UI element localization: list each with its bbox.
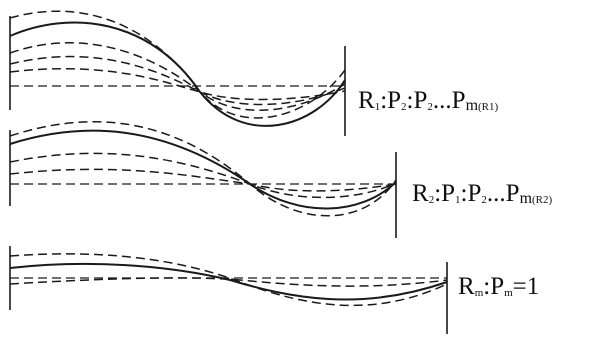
r2-dashed-mode-curve-3	[9, 168, 397, 192]
rm-dashed-mode-curve-2	[9, 277, 448, 287]
label-r1: R1:P2:P2...Pm(R1)	[358, 87, 499, 114]
r2-dashed-mode-curve-1	[9, 120, 397, 217]
panel-r2-mode-shapes	[9, 120, 397, 238]
rm-solid-mode-curve-1	[9, 262, 448, 301]
r1-solid-mode-curve-1	[9, 21, 346, 127]
r1-dashed-mode-curve-4	[9, 67, 346, 101]
panel-rm-mode-shapes	[9, 246, 448, 334]
label-rm: Rm:Pm=1	[458, 273, 540, 300]
panel-r1-mode-shapes	[9, 10, 346, 136]
r1-dashed-mode-curve-2	[9, 42, 346, 111]
r2-solid-mode-curve-1	[9, 129, 397, 210]
label-r2: R2:P1:P2...Pm(R2)	[412, 180, 553, 207]
